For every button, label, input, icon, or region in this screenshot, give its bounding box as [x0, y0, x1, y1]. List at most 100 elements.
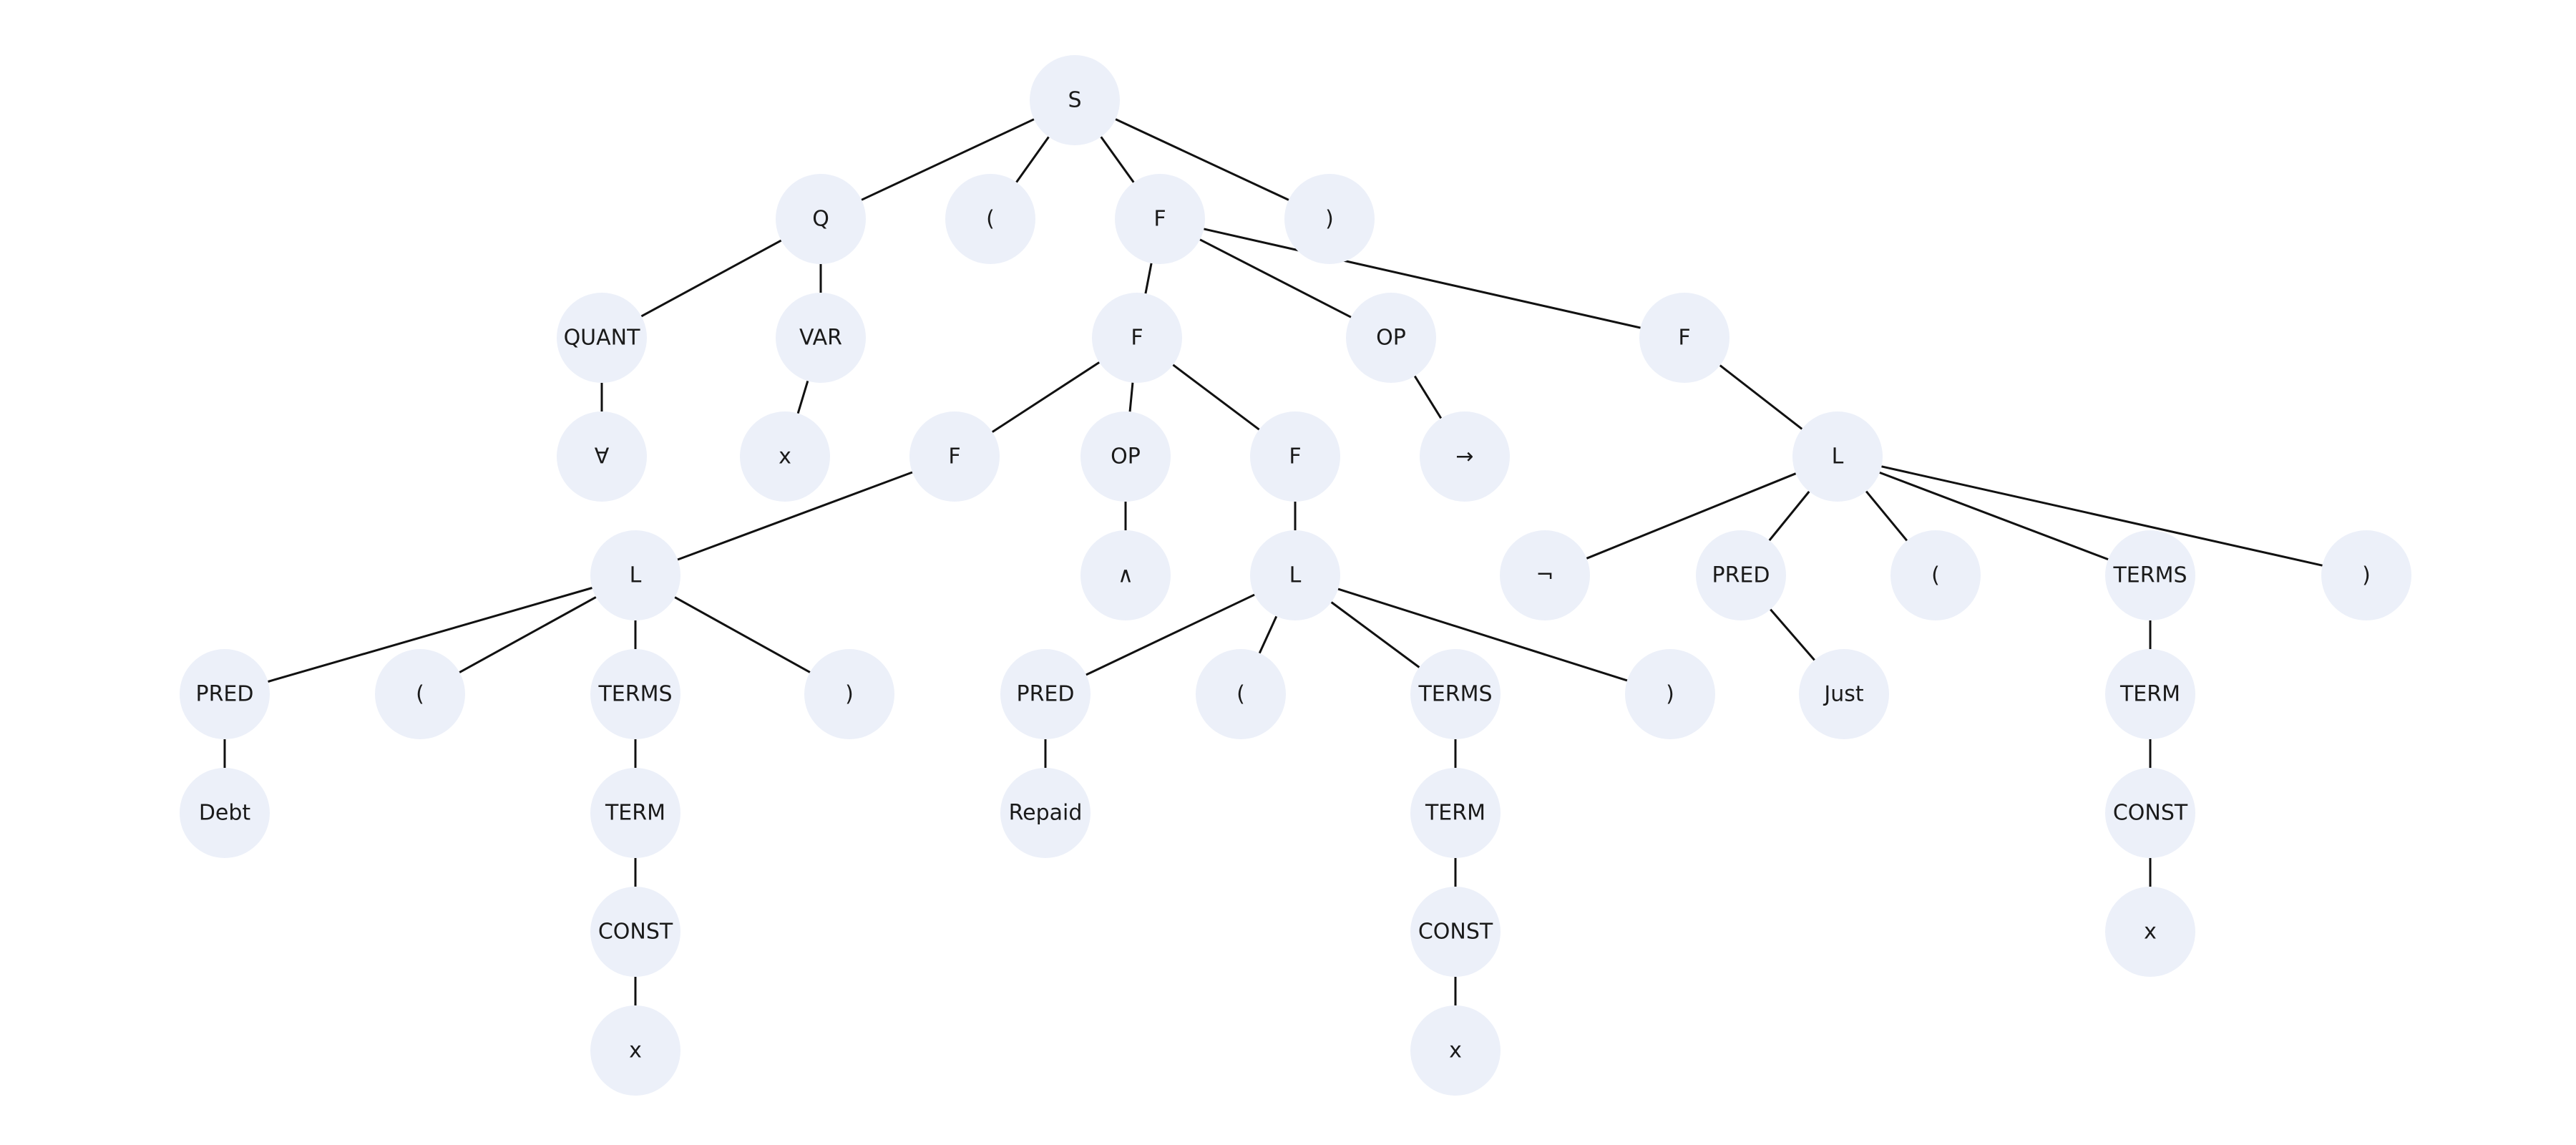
node-circle: [1639, 293, 1729, 383]
node-circle: [2321, 530, 2411, 620]
node-circle: [590, 887, 680, 977]
node-circle: [590, 1005, 680, 1096]
node-label: x: [629, 1038, 642, 1063]
node-f-and-r: F: [1250, 411, 1340, 502]
node-circle: [1250, 411, 1340, 502]
node-var: VAR: [776, 293, 866, 383]
node-circle: [1799, 649, 1889, 739]
node-terms-debt: TERMS: [590, 649, 680, 739]
edge-l-debt-to-pred-debt: [268, 587, 592, 683]
node-label: →: [1455, 444, 1473, 469]
node-circle: [590, 530, 680, 620]
node-label: Debt: [199, 801, 251, 826]
node-label: ): [1325, 207, 1334, 232]
node-const-debt: CONST: [590, 887, 680, 977]
node-x-just: x: [2105, 887, 2195, 977]
node-circle: [1890, 530, 1981, 620]
node-label: F: [1289, 444, 1301, 469]
node-pred-debt: PRED: [180, 649, 270, 739]
node-forall: ∀: [557, 411, 647, 502]
node-label: Just: [1823, 682, 1863, 707]
node-label: QUANT: [564, 326, 641, 351]
node-label: OP: [1111, 444, 1141, 469]
node-and: ∧: [1080, 530, 1171, 620]
node-circle: [1092, 293, 1182, 383]
node-const-rep: CONST: [1410, 887, 1501, 977]
node-label: S: [1068, 88, 1081, 113]
node-pred-just: PRED: [1696, 530, 1786, 620]
node-label: TERM: [1425, 801, 1485, 826]
node-circle: [945, 174, 1035, 264]
edge-f-top-to-f-right: [1204, 228, 1641, 329]
edge-l-debt-to-lp-debt: [459, 596, 597, 673]
node-just: Just: [1799, 649, 1889, 739]
node-debt: Debt: [180, 768, 270, 858]
edge-f-top-to-f-mid: [1144, 263, 1153, 294]
node-circle: [776, 174, 866, 264]
node-circle: [1080, 411, 1171, 502]
node-label: ): [845, 682, 854, 707]
edge-l-repaid-to-terms-rep: [1330, 601, 1420, 668]
node-f-top: F: [1115, 174, 1205, 264]
node-lp-just: (: [1890, 530, 1981, 620]
node-label: (: [1236, 682, 1245, 707]
node-label: ¬: [1536, 563, 1553, 588]
node-repaid: Repaid: [1000, 768, 1091, 858]
node-circle: [1115, 174, 1205, 264]
node-label: PRED: [1712, 563, 1770, 588]
node-f-right: F: [1639, 293, 1729, 383]
node-label: F: [1131, 326, 1143, 351]
node-circle: [1420, 411, 1510, 502]
node-s: S: [1030, 55, 1120, 145]
node-circle: [1030, 55, 1120, 145]
node-label: VAR: [799, 326, 842, 351]
node-circle: [1346, 293, 1436, 383]
node-circle: [557, 411, 647, 502]
node-circle: [1000, 768, 1091, 858]
node-q: Q: [776, 174, 866, 264]
node-rp-rep: ): [1625, 649, 1715, 739]
node-neg: ¬: [1500, 530, 1590, 620]
node-label: x: [2144, 920, 2157, 945]
node-label: ∀: [595, 444, 610, 469]
node-terms-just: TERMS: [2105, 530, 2195, 620]
node-circle: [1410, 887, 1501, 977]
node-label: ): [1666, 682, 1674, 707]
node-label: ∧: [1118, 563, 1133, 588]
node-circle: [590, 649, 680, 739]
edge-f-mid-to-f-and-r: [1172, 364, 1260, 431]
edge-l-just-to-neg: [1586, 472, 1797, 560]
edge-f-right-to-l-just: [1719, 364, 1803, 430]
node-label: x: [779, 444, 791, 469]
node-term-rep: TERM: [1410, 768, 1501, 858]
edge-f-mid-to-op-and: [1128, 382, 1134, 412]
node-circle: [2105, 768, 2195, 858]
node-circle: [180, 649, 270, 739]
edge-l-debt-to-rp-debt: [674, 596, 811, 673]
node-label: PRED: [196, 682, 254, 707]
edge-f-mid-to-f-left: [991, 361, 1101, 433]
edge-f-top-to-op-imp: [1199, 238, 1352, 318]
node-circle: [1080, 530, 1171, 620]
node-label: TERMS: [597, 682, 672, 707]
node-imp: →: [1420, 411, 1510, 502]
node-rp-debt: ): [804, 649, 894, 739]
node-label: CONST: [598, 920, 673, 945]
node-label: F: [1678, 326, 1690, 351]
edge-l-repaid-to-lp-rep: [1258, 615, 1278, 654]
node-label: CONST: [1418, 920, 1493, 945]
node-label: Q: [812, 207, 829, 232]
node-term-debt: TERM: [590, 768, 680, 858]
node-circle: [740, 411, 830, 502]
node-circle: [909, 411, 1000, 502]
edge-s-to-f-top: [1100, 136, 1135, 183]
node-rp-top: ): [1284, 174, 1375, 264]
node-circle: [1410, 768, 1501, 858]
edge-l-repaid-to-rp-rep: [1337, 588, 1628, 682]
node-l-just: L: [1792, 411, 1883, 502]
edge-pred-just-to-just: [1770, 608, 1815, 661]
edge-l-just-to-lp-just: [1865, 490, 1908, 542]
edge-s-to-rp-top: [1115, 118, 1289, 201]
node-circle: [1250, 530, 1340, 620]
node-label: L: [630, 563, 642, 588]
